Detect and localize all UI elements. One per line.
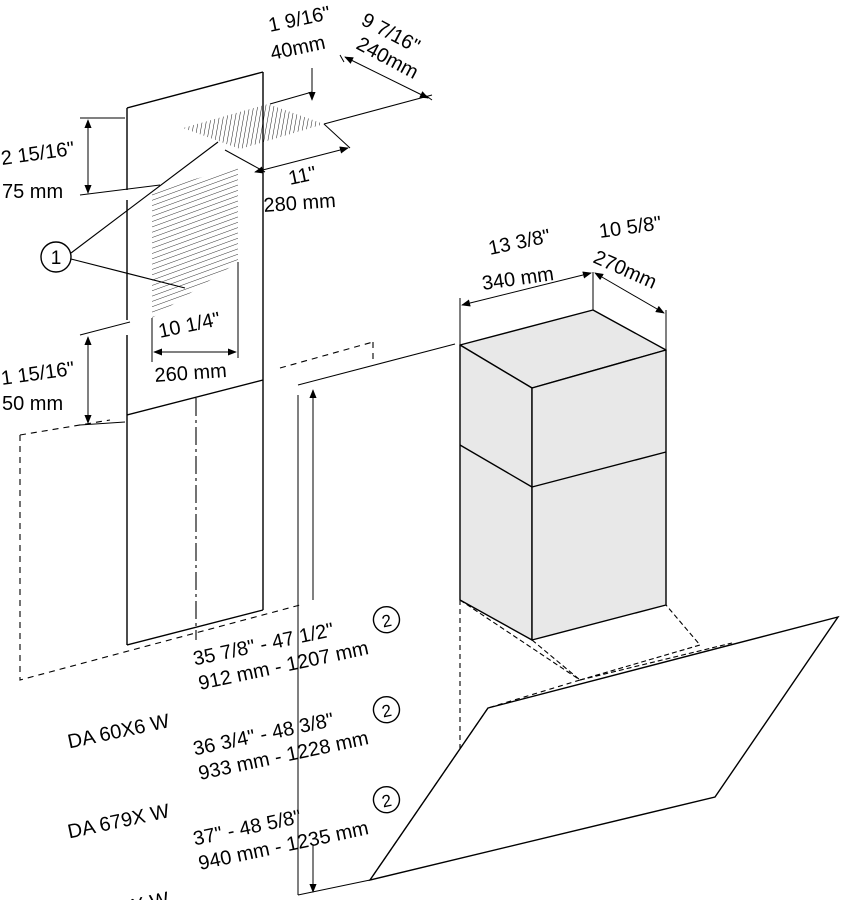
top-vent-hatch bbox=[183, 104, 324, 149]
dim-280-arrow bbox=[254, 146, 349, 174]
hood-canopy bbox=[459, 599, 733, 681]
label-260-mm: 260 mm bbox=[154, 360, 228, 387]
dim-260-lines bbox=[151, 262, 239, 362]
callout-1-number: 1 bbox=[51, 248, 62, 269]
label-50-in: 1 15/16" bbox=[0, 358, 76, 390]
label-340-mm: 340 mm bbox=[481, 263, 556, 295]
model-name: DA 699X W bbox=[65, 888, 171, 900]
label-50-mm: 50 mm bbox=[2, 393, 63, 415]
hood-glass-panel bbox=[368, 615, 840, 882]
model-name: DA 679X W bbox=[66, 800, 172, 843]
label-40-mm: 40mm bbox=[268, 32, 327, 65]
label-280-mm: 280 mm bbox=[263, 190, 337, 217]
label-280-in: 11" bbox=[286, 163, 318, 190]
dim-box-lines bbox=[459, 272, 667, 350]
dim-50-lines bbox=[79, 321, 131, 426]
callout-2-circle bbox=[372, 785, 401, 814]
front-vent-hatch bbox=[152, 168, 238, 318]
callout-2-circle bbox=[372, 695, 401, 724]
model-name: DA 60X6 W bbox=[66, 710, 172, 753]
label-75-in: 2 15/16" bbox=[0, 138, 76, 170]
callout-1-circle bbox=[40, 241, 72, 273]
height-bottom-ref bbox=[297, 879, 371, 896]
callout-2-circle bbox=[372, 605, 401, 634]
chimney-box bbox=[459, 309, 667, 641]
dim-340-arrow bbox=[461, 271, 592, 307]
label-270-in: 10 5/8" bbox=[598, 212, 663, 243]
callout-2-number: 2 bbox=[380, 791, 393, 812]
dim-270-arrow bbox=[594, 272, 665, 314]
install-outline-dashed bbox=[19, 341, 374, 681]
model-list: DA 60X6 W 35 7/8" - 47 1/2" 912 mm - 120… bbox=[65, 605, 401, 900]
label-340-in: 13 3/8" bbox=[486, 225, 552, 260]
callout-2-number: 2 bbox=[380, 611, 393, 632]
callout-1-leaders bbox=[70, 141, 219, 289]
label-75-mm: 75 mm bbox=[2, 181, 63, 203]
callout-2-number: 2 bbox=[380, 701, 393, 722]
height-top-ref bbox=[297, 343, 456, 386]
label-270-mm: 270mm bbox=[590, 246, 660, 293]
wall-outline bbox=[126, 71, 264, 646]
dim-240-arrow bbox=[344, 56, 429, 99]
label-260-in: 10 1/4" bbox=[156, 308, 222, 343]
dim-75-lines bbox=[79, 117, 161, 196]
hood-dashed-edges bbox=[369, 600, 581, 881]
